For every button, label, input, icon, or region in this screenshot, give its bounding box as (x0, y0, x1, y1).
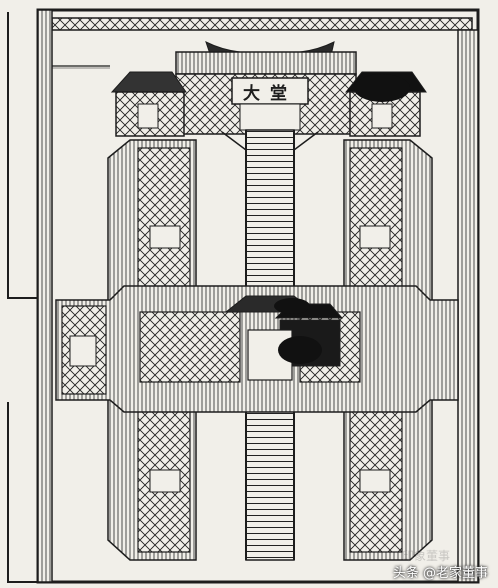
middle-cross-hall (55, 285, 459, 413)
main-hall (175, 41, 357, 151)
ink-blotches (274, 74, 410, 364)
hall-plaque-text: 大堂 (243, 83, 297, 104)
outer-wall-frame (7, 8, 480, 584)
toutiao-watermark: 头条 @老家董事 (392, 566, 488, 581)
faint-watermark: 印象董事 (401, 549, 450, 563)
top-left-pavilion (110, 71, 187, 137)
